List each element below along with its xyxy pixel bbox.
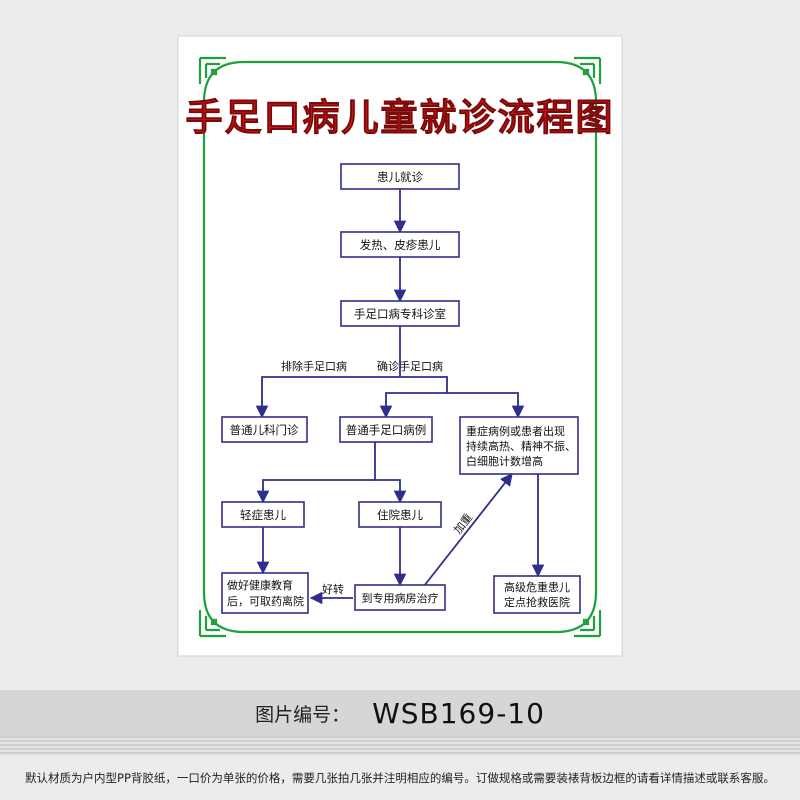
node-fever-box	[340, 231, 460, 258]
node-visit-box	[340, 163, 460, 190]
edge-confirm-trunk	[400, 376, 448, 393]
node-hospital: 住院患儿	[377, 508, 423, 522]
node-critical-line-1: 高级危重患儿	[504, 580, 570, 594]
node-fever-line: 发热、皮疹患儿	[360, 238, 441, 252]
node-severe-line-3: 白细胞计数增高	[466, 454, 543, 468]
decorative-stripes	[0, 736, 800, 756]
node-common-line: 普通手足口病例	[346, 423, 427, 437]
node-clinic-line: 手足口病专科诊室	[354, 307, 446, 321]
node-mild-line: 轻症患儿	[240, 508, 286, 522]
flow-nodes	[221, 163, 581, 614]
poster-title: 手足口病儿童就诊流程图	[186, 96, 615, 139]
node-mild-box	[221, 501, 305, 528]
node-general: 普通儿科门诊	[230, 423, 299, 437]
node-ward-line: 到专用病房治疗	[362, 591, 439, 605]
node-education-line-2: 后，可取药离院	[227, 594, 304, 608]
edge-ward-severe	[423, 473, 513, 587]
node-severe: 重症病例或患者出现 持续高热、精神不振、 白细胞计数增高	[466, 424, 576, 468]
edge-common-hospital	[375, 479, 407, 504]
node-hospital-line: 住院患儿	[377, 508, 423, 522]
footer-note: 默认材质为户内型PP背胶纸，一口价为单张的价格，需要几张拍几张并注明相应的编号。…	[25, 771, 775, 785]
node-severe-box	[459, 416, 579, 475]
node-visit: 患儿就诊	[377, 170, 423, 184]
footer: 默认材质为户内型PP背胶纸，一口价为单张的价格，需要几张拍几张并注明相应的编号。…	[0, 756, 800, 800]
node-clinic-box	[340, 300, 460, 327]
edge-label-confirm: 确诊手足口病	[377, 359, 443, 373]
edge-confirm-common	[379, 392, 447, 419]
flow-connectors	[255, 189, 545, 605]
node-critical: 高级危重患儿 定点抢救医院	[504, 580, 570, 609]
poster-border	[198, 56, 602, 638]
node-ward: 到专用病房治疗	[362, 591, 439, 605]
node-fever: 发热、皮疹患儿	[360, 238, 441, 252]
node-education-line-1: 做好健康教育	[227, 578, 293, 592]
edge-label-improve: 好转	[322, 582, 344, 596]
node-clinic: 手足口病专科诊室	[354, 307, 446, 321]
node-education: 做好健康教育 后，可取药离院	[227, 578, 304, 608]
node-general-box	[221, 416, 308, 443]
node-hospital-box	[358, 501, 442, 528]
image-code-label: 图片编号：	[255, 703, 351, 726]
node-severe-line-1: 重症病例或患者出现	[466, 424, 565, 438]
node-education-box	[221, 572, 309, 614]
edge-common-split	[256, 442, 376, 504]
node-general-line: 普通儿科门诊	[230, 423, 299, 437]
node-critical-box	[493, 575, 581, 614]
node-common: 普通手足口病例	[346, 423, 427, 437]
edge-label-exclude: 排除手足口病	[281, 359, 347, 373]
image-code-value: WSB169-10	[372, 696, 545, 730]
image-code-bar: 图片编号： WSB169-10	[0, 690, 800, 736]
node-ward-box	[354, 584, 446, 611]
node-common-box	[339, 416, 433, 443]
node-mild: 轻症患儿	[240, 508, 286, 522]
node-critical-line-2: 定点抢救医院	[504, 595, 570, 609]
edge-confirm-severe	[447, 392, 525, 419]
node-severe-line-2: 持续高热、精神不振、	[466, 439, 576, 453]
edge-exclude-general	[255, 376, 400, 419]
